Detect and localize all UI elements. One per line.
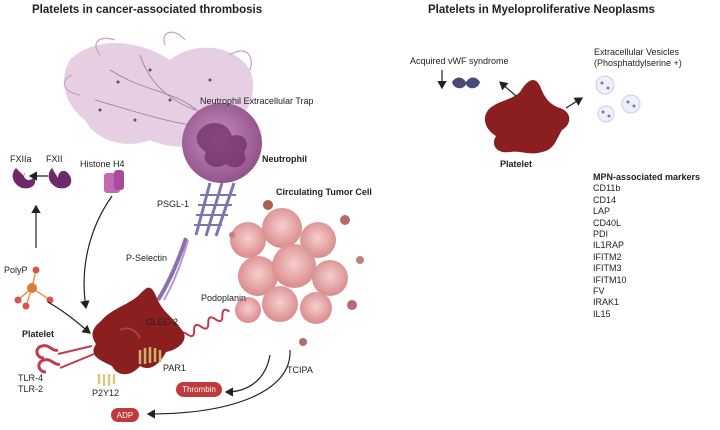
fxiia-shape <box>12 168 36 189</box>
adp-pill <box>111 408 139 422</box>
marker-item: CD11b <box>593 183 621 194</box>
p-selectin-receptor <box>156 237 189 302</box>
par1-receptor <box>138 347 162 364</box>
extracellular-vesicles <box>595 75 641 123</box>
marker-item: CD40L <box>593 217 622 228</box>
label-tcipa: TCIPA <box>287 365 313 375</box>
marker-item: CD14 <box>593 194 617 205</box>
marker-item: IL15 <box>593 308 611 319</box>
label-polyp: PolyP <box>4 265 28 275</box>
circulating-tumor-cell <box>229 200 364 346</box>
label-psgl1: PSGL-1 <box>157 199 190 209</box>
label-tlr2: TLR-2 <box>18 384 44 394</box>
label-ctc: Circulating Tumor Cell <box>276 187 372 197</box>
label-platelet-left: Platelet <box>22 329 55 339</box>
polyp-molecule <box>14 266 54 310</box>
marker-item: IFITM10 <box>593 274 627 285</box>
label-tlr4: TLR-4 <box>18 373 44 383</box>
marker-item: IL1RAP <box>593 240 625 251</box>
left-arrows <box>28 171 291 419</box>
label-histone: Histone H4 <box>80 159 125 169</box>
histone-h4-shape <box>104 170 124 193</box>
p2y12-receptor <box>97 374 116 386</box>
right-arrows <box>499 81 584 109</box>
platelet-right-cell <box>484 79 570 154</box>
label-podoplanin: Podoplanin <box>201 293 247 303</box>
label-ev-line1: Extracellular Vesicles <box>594 47 680 57</box>
label-platelet-right: Platelet <box>500 159 533 169</box>
thrombin-pill <box>176 382 222 397</box>
marker-item: IFITM2 <box>593 251 622 262</box>
label-fxii: FXII <box>46 154 63 164</box>
label-thrombin: Thrombin <box>182 385 216 394</box>
label-clec2: CLEC-2 <box>146 317 179 327</box>
marker-item: PDI <box>593 229 609 240</box>
title-right: Platelets in Myeloproliferative Neoplasm… <box>428 4 655 16</box>
vwf-molecule <box>452 77 480 89</box>
label-pselectin: P-Selectin <box>126 253 168 263</box>
marker-item: IFITM3 <box>593 263 622 274</box>
label-fxiia: FXIIa <box>10 154 32 164</box>
tlr-receptors <box>35 344 95 374</box>
marker-item: LAP <box>593 206 611 217</box>
psgl1-receptor <box>194 182 236 237</box>
fxii-shape <box>48 168 72 189</box>
podoplanin-clec2-helix <box>178 308 231 339</box>
neutrophil-cell <box>182 103 262 183</box>
mpn-markers-heading: MPN-associated markers <box>593 172 701 182</box>
label-vwf: Acquired vWF syndrome <box>410 56 509 66</box>
marker-item: FV <box>593 286 605 297</box>
label-adp: ADP <box>116 411 134 420</box>
label-p2y12: P2Y12 <box>92 388 120 398</box>
mpn-markers-list: MPN-associated markers CD11b CD14 LAP CD… <box>593 172 700 320</box>
label-neutrophil: Neutrophil <box>262 154 307 164</box>
platelet-left-cell <box>92 287 185 375</box>
title-left: Platelets in cancer-associated thrombosi… <box>32 4 263 16</box>
label-net: Neutrophil Extracellular Trap <box>200 96 314 106</box>
marker-item: IRAK1 <box>593 297 620 308</box>
label-ev-line2: (Phosphatdylserine +) <box>594 58 682 68</box>
label-par1: PAR1 <box>163 363 186 373</box>
